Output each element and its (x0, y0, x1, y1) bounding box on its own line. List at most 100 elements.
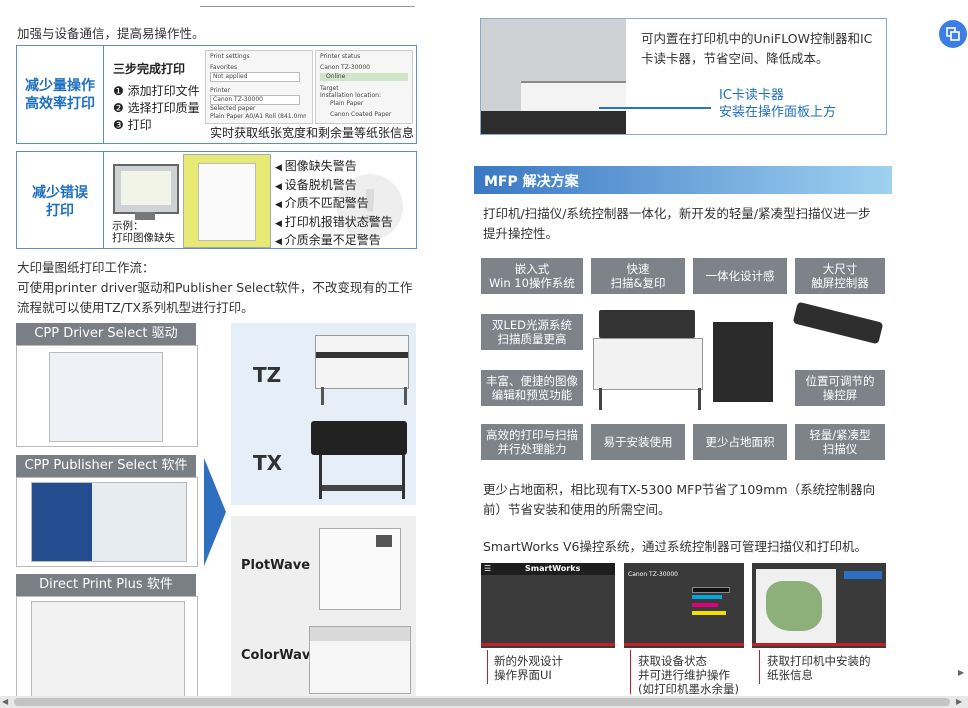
paper-info-accent (752, 643, 886, 646)
publisher-window (31, 482, 187, 562)
plotwave-screen (376, 535, 392, 547)
monitor-screen (121, 171, 171, 205)
software-title-publisher: CPP Publisher Select 软件 (16, 455, 196, 477)
paper-info-screen (752, 563, 886, 648)
drawing-preview (183, 154, 271, 248)
alert-label: 介质不匹配警告 (284, 196, 369, 210)
ink-bar-magenta (692, 603, 718, 607)
printer-label-tz: TZ (253, 363, 282, 387)
feature-led: 双LED光源系统 扫描质量更高 (481, 314, 583, 350)
drawing-sheet (198, 163, 256, 241)
paper-info-side (844, 571, 882, 579)
ink-bar-yellow (692, 611, 726, 615)
scroll-left-arrow[interactable]: ◀ (2, 697, 9, 706)
print-settings-panel: Print settings Favorites Not applied Pri… (205, 50, 313, 124)
feature-adjustable-screen: 位置可调节的 操控屏 (795, 370, 885, 406)
status-screen-accent (624, 643, 744, 646)
software-screen-publisher (16, 477, 198, 567)
triangle-left-icon: ◀ (275, 200, 285, 210)
plotwave-image (319, 528, 401, 610)
horizontal-scrollbar[interactable]: ◀ ▶ (0, 696, 968, 708)
screen-caption-paper: 获取打印机中安装的 纸张信息 (767, 654, 871, 682)
reader-photo (481, 19, 626, 134)
ink-bar-cyan (692, 595, 722, 599)
screen-caption-status: 获取设备状态 并可进行维护操作 (如打印机墨水余量) (638, 654, 739, 696)
feature-touch-controller: 大尺寸 触屏控制器 (795, 258, 885, 294)
monitor-stand (135, 212, 155, 220)
caption-line-2 (630, 650, 631, 694)
triangle-left-icon: ◀ (275, 237, 285, 247)
box2-heading: 减少错误 打印 (32, 185, 88, 219)
smartworks-screen-ui: ☰ SmartWorks (481, 563, 615, 648)
publisher-sidebar (32, 483, 92, 561)
panel-installation: Installation location: (320, 92, 381, 99)
panel-online: Online (320, 73, 408, 81)
printer-label-tx: TX (253, 451, 283, 475)
smartworks-titlebar (481, 563, 615, 575)
box1-divider (103, 46, 104, 143)
software-screen-driver (16, 345, 198, 447)
tz-printer-band (316, 352, 408, 358)
feature-box-efficiency: 减少量操作 高效率打印 三步完成打印 ❶ 添加打印文件 ❷ 选择打印质量 ❸ 打… (16, 45, 417, 144)
tz-printer-legs (321, 387, 407, 405)
compact-scanner-body (792, 301, 884, 345)
panel-paper2: Canon Coated Paper (330, 111, 392, 118)
space-text: 更少占地面积，相比现有TX-5300 MFP节省了109mm（系统控制器向前）节… (483, 482, 876, 517)
panel-selected-paper: Selected paper (210, 105, 256, 112)
box1-step-2: ❷ 选择打印质量 (113, 101, 200, 115)
scroll-thumb[interactable] (14, 698, 950, 706)
direct-window (31, 601, 185, 699)
alert-item: ◀ 设备脱机警告 (275, 177, 393, 196)
printers-plotwave-colorwave-panel: PlotWave ColorWave (231, 516, 416, 696)
software-title-direct: Direct Print Plus 软件 (16, 574, 196, 596)
box2-divider (103, 152, 104, 248)
caption-line-1 (487, 650, 488, 684)
alert-item: ◀ 图像缺失警告 (275, 158, 393, 177)
workflow-title: 大印量图纸打印工作流： (17, 260, 155, 275)
printer-status-panel: Printer status Canon TZ-30000 Online Tar… (315, 50, 413, 124)
box1-step-1: ❶ 添加打印文件 (113, 84, 200, 98)
alert-item: ◀ 介质余量不足警告 (275, 232, 393, 251)
box1-step-3: ❸ 打印 (113, 118, 152, 132)
box1-title: 三步完成打印 (113, 62, 186, 76)
intro-text: 加强与设备通信，提高易操作性。 (17, 26, 205, 41)
screen-caption-ui: 新的外观设计 操作界面UI (494, 654, 563, 682)
paper-map-green (766, 581, 822, 631)
feature-image-edit: 丰富、便捷的图像 编辑和预览功能 (481, 370, 583, 406)
reader-label: IC卡读卡器 安装在操作面板上方 (719, 88, 837, 120)
panel-print-settings: Print settings (210, 53, 250, 60)
panel-paper1: Plain Paper (330, 100, 364, 107)
alert-label: 图像缺失警告 (284, 159, 357, 173)
triangle-left-icon: ◀ (275, 218, 285, 229)
warning-watermark: ! (337, 174, 403, 240)
alert-label: 设备脱机警告 (284, 177, 357, 192)
feature-fast-scan: 快速 扫描&复印 (591, 258, 685, 294)
panel-printer-status: Printer status (320, 53, 361, 60)
scroll-right-arrow[interactable]: ▶ (956, 697, 963, 706)
tx-printer-image (311, 421, 407, 455)
workflow-desc: 可使用printer driver驱动和Publisher Select软件，不… (17, 280, 413, 315)
top-rule (200, 6, 415, 7)
software-screen-direct (16, 596, 198, 699)
printer-label-colorwave: ColorWave (241, 648, 320, 663)
mfp-printer-body (593, 338, 703, 390)
triangle-left-icon: ◀ (275, 181, 285, 192)
panel-printer: Printer (210, 87, 230, 94)
flow-arrow-icon (204, 458, 226, 566)
alert-label: 打印机报错状态警告 (284, 214, 393, 229)
smartworks-accent (481, 643, 615, 646)
translate-button[interactable] (939, 20, 967, 48)
driver-window (49, 352, 163, 442)
ink-bar-black (692, 587, 730, 593)
alert-item: ◀ 打印机报错状态警告 (275, 214, 393, 233)
compact-scanner-image (790, 300, 886, 350)
mfp-scanner-top (599, 310, 695, 338)
paper-map-image (756, 569, 836, 645)
software-title-driver: CPP Driver Select 驱动 (16, 323, 196, 345)
feature-less-space: 更少占地面积 (693, 424, 787, 460)
vertical-scroll-arrow[interactable]: ▶ (958, 668, 965, 677)
feature-embedded-os: 嵌入式 Win 10操作系统 (481, 258, 583, 294)
mfp-desc: 打印机/扫描仪/系统控制器一体化，新开发的轻量/紧凑型扫描仪进一步提升操控性。 (483, 206, 871, 241)
box1-caption: 实时获取纸张宽度和剩余量等纸张信息 (210, 126, 415, 140)
feature-easy-install: 易于安装使用 (591, 424, 685, 460)
